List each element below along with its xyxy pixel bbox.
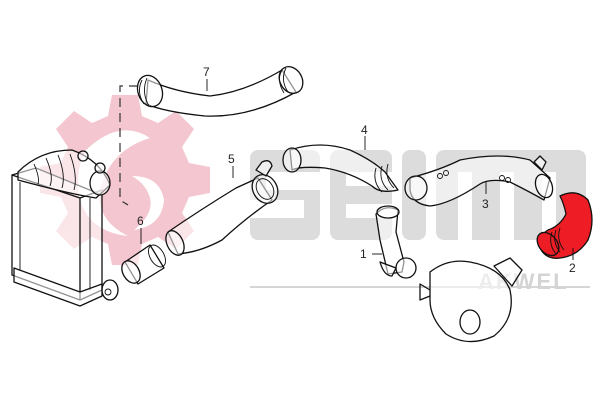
part-6-coupling-sleeve[interactable] (118, 242, 169, 286)
part-3-turbo-pipe[interactable] (404, 155, 556, 207)
leader-lines (140, 79, 574, 260)
callout-1[interactable]: 1 (360, 247, 367, 261)
part-2-highlighted-hose[interactable] (533, 192, 593, 260)
turbocharger[interactable] (419, 257, 523, 343)
part-7-upper-hose[interactable] (133, 62, 307, 117)
callout-3[interactable]: 3 (482, 197, 489, 211)
part-5-intake-hose[interactable] (162, 160, 283, 258)
intercooler[interactable] (11, 149, 119, 307)
callout-7[interactable]: 7 (203, 65, 210, 79)
callout-5[interactable]: 5 (228, 152, 235, 166)
callout-6[interactable]: 6 (137, 214, 144, 228)
callout-4[interactable]: 4 (361, 123, 368, 137)
callout-2[interactable]: 2 (569, 261, 576, 275)
dashed-connection-line (119, 85, 138, 206)
part-1-breather-pipe[interactable] (375, 205, 417, 279)
part-4-intercooler-pipe[interactable] (282, 144, 399, 193)
